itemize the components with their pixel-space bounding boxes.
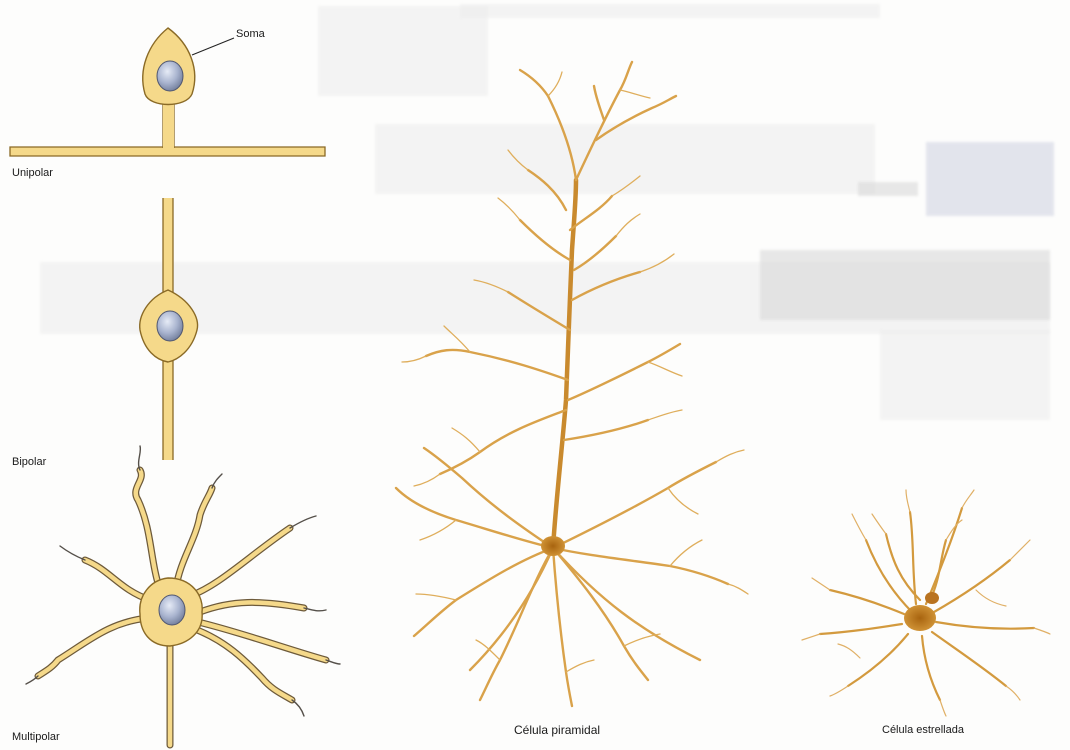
multipolar-label: Multipolar xyxy=(12,731,60,743)
stellate-cell-body xyxy=(904,605,936,631)
unipolar-label: Unipolar xyxy=(12,167,53,179)
nucleus xyxy=(157,61,183,91)
pyramidal-cell-caption: Célula piramidal xyxy=(514,723,600,737)
nucleus xyxy=(157,311,183,341)
bipolar-label: Bipolar xyxy=(12,456,46,468)
multipolar-neuron xyxy=(26,446,340,745)
soma-leader-line xyxy=(192,38,234,55)
pyramidal-cell xyxy=(396,62,748,706)
nucleus xyxy=(159,595,185,625)
pyramidal-cell-body xyxy=(541,536,565,556)
unipolar-neuron xyxy=(10,28,325,156)
stellate-cell xyxy=(802,490,1050,716)
bipolar-neuron xyxy=(140,198,198,460)
soma-label: Soma xyxy=(236,28,265,40)
stellate-cell-caption: Célula estrellada xyxy=(882,724,964,736)
